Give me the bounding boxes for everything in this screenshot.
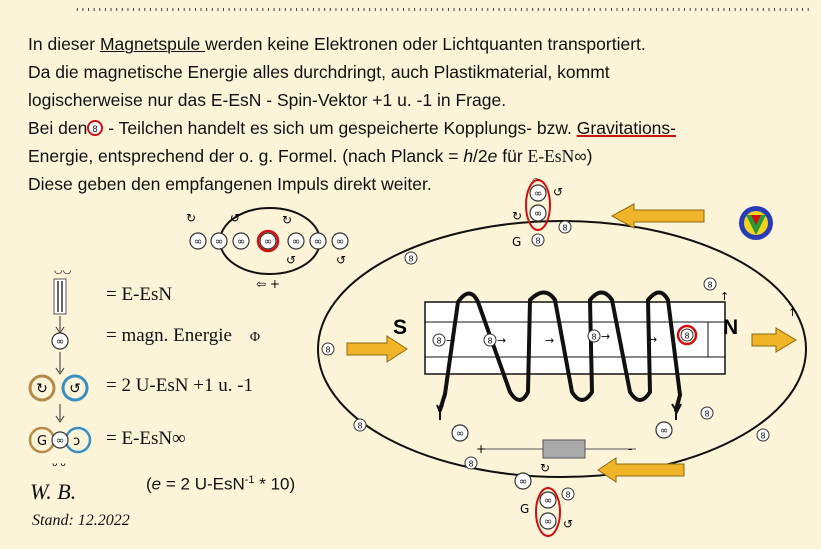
svg-text:+: + xyxy=(476,442,486,456)
pole-north: N xyxy=(723,316,738,339)
svg-text:↻: ↻ xyxy=(512,209,522,223)
svg-text:↑: ↑ xyxy=(720,290,729,303)
svg-text:↺: ↺ xyxy=(563,517,573,531)
svg-text:↻: ↻ xyxy=(282,213,292,227)
svg-text:↻: ↻ xyxy=(186,211,196,225)
svg-text:ᴗ ᴗ: ᴗ ᴗ xyxy=(52,459,66,469)
core-particles: → → → → → xyxy=(432,324,698,347)
particle-icon: 8 xyxy=(87,120,104,136)
svg-text:⇦ +: ⇦ + xyxy=(256,277,280,291)
svg-text:→: → xyxy=(497,334,506,347)
svg-text:G: G xyxy=(512,235,521,249)
svg-text:↺: ↺ xyxy=(336,253,346,267)
svg-text:ↄ: ↄ xyxy=(73,434,80,449)
circuit-component: + - xyxy=(451,421,673,459)
svg-text:→: → xyxy=(545,334,554,347)
svg-text:-: - xyxy=(628,442,632,456)
particle-group-ellipse: ↻ ↺ ↻ ↺ ↺ ⇦ + xyxy=(186,207,349,291)
bottom-particle-stack: ↻ G ↺ xyxy=(514,461,573,537)
svg-text:→: → xyxy=(601,330,610,343)
legend-row-esn: = E-EsN xyxy=(106,284,173,305)
legend-row-uesn: = 2 U-EsN +1 u. -1 xyxy=(106,375,254,396)
svg-text:◠: ◠ xyxy=(532,177,540,187)
logo-icon xyxy=(739,206,773,240)
text-line-6: Diese geben den empfangenen Impuls direk… xyxy=(28,174,432,194)
coil-core xyxy=(424,301,726,375)
text-line-5: Energie, entsprechend der o. g. Formel. … xyxy=(28,146,593,166)
svg-text:↺: ↺ xyxy=(69,381,81,397)
coil-windings xyxy=(438,290,682,412)
legend-row-esn-inf: = E-EsN∞ xyxy=(106,428,186,449)
svg-text:↺: ↺ xyxy=(286,253,296,267)
signature: W. B. xyxy=(30,479,77,504)
svg-text:↺: ↺ xyxy=(230,211,240,225)
top-particle-stack: ↺ ↻ G ◠ xyxy=(512,177,563,249)
svg-text:→: → xyxy=(648,333,657,346)
flow-arrows xyxy=(346,203,797,483)
pole-south: S xyxy=(393,316,407,339)
svg-text:↻: ↻ xyxy=(540,461,550,475)
svg-text:G: G xyxy=(520,502,529,516)
header-dots: ''''''''''''''''''''''''''''''''''''''''… xyxy=(74,6,810,16)
svg-text:8: 8 xyxy=(92,125,98,135)
text-line-2: Da die magnetische Energie alles durchdr… xyxy=(28,62,610,82)
text-line-3: logischerweise nur das E-EsN - Spin-Vekt… xyxy=(28,90,507,110)
svg-text:◡◡: ◡◡ xyxy=(54,265,71,276)
legend-icons: ◡◡ ↻ ↺ G ↄ ᴗ ᴗ xyxy=(28,265,92,469)
svg-text:G: G xyxy=(37,434,47,449)
svg-text:↑: ↑ xyxy=(788,306,797,319)
svg-text:↺: ↺ xyxy=(553,185,563,199)
svg-text:↻: ↻ xyxy=(36,381,48,397)
formula: (e = 2 U-EsN-1 * 10) xyxy=(146,474,296,494)
text-line-1: In dieser Magnetspule werden keine Elekt… xyxy=(28,34,646,54)
svg-text:→: → xyxy=(446,334,455,347)
stand-date: Stand: 12.2022 xyxy=(32,512,130,529)
